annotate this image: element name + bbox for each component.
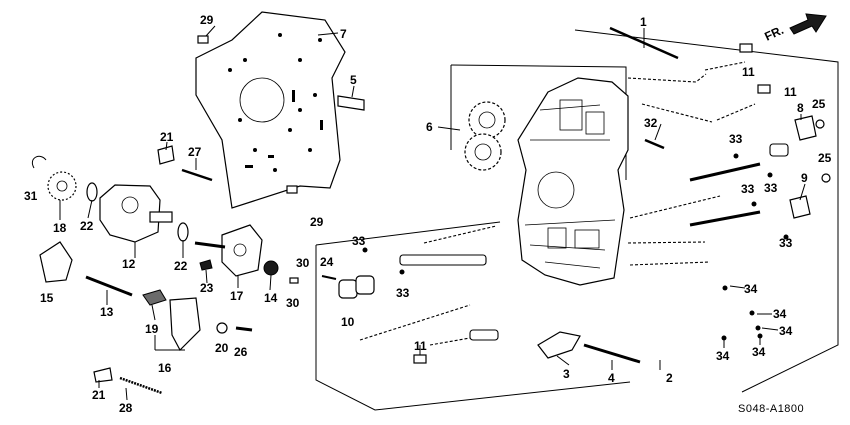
front-direction-label: FR. <box>762 23 785 44</box>
callout-33-b: 33 <box>764 181 778 195</box>
callout-numbers: 1 2 3 4 5 6 7 8 9 10 11 11 11 12 13 14 1… <box>24 13 832 415</box>
callout-34-b: 34 <box>773 307 787 321</box>
group-boundary-lines <box>315 29 839 411</box>
callout-25-bottom: 25 <box>818 151 832 165</box>
callout-29-bottom: 29 <box>310 215 324 229</box>
callout-18: 18 <box>53 221 67 235</box>
callout-24: 24 <box>320 255 334 269</box>
callout-12: 12 <box>122 257 136 271</box>
callout-22-left: 22 <box>80 219 94 233</box>
callout-33-c: 33 <box>741 182 755 196</box>
callout-26: 26 <box>234 345 248 359</box>
valve-spools <box>359 61 789 346</box>
callout-11-right: 11 <box>784 85 797 99</box>
callout-23: 23 <box>200 281 214 295</box>
callout-9: 9 <box>801 171 808 185</box>
main-valve-body <box>517 77 629 286</box>
callout-7: 7 <box>340 27 347 41</box>
separator-plate <box>195 11 346 209</box>
callout-5: 5 <box>350 73 357 87</box>
callout-6: 6 <box>426 120 433 134</box>
callout-21-top: 21 <box>160 130 174 144</box>
callout-2: 2 <box>666 371 673 385</box>
callout-13: 13 <box>100 305 114 319</box>
callout-34-a: 34 <box>744 282 758 296</box>
leader-lines <box>59 25 806 401</box>
callout-11-top: 11 <box>742 65 755 79</box>
callout-1: 1 <box>640 15 647 29</box>
callout-19: 19 <box>145 322 159 336</box>
callout-11-bottom: 11 <box>414 339 427 353</box>
callout-8: 8 <box>797 101 804 115</box>
callout-20: 20 <box>215 341 229 355</box>
callout-30-top: 30 <box>296 256 310 270</box>
front-direction-indicator: FR. <box>762 13 827 44</box>
callout-29-top: 29 <box>200 13 214 27</box>
callout-33-d: 33 <box>779 236 793 250</box>
callout-25-top: 25 <box>812 97 826 111</box>
callout-17: 17 <box>230 289 244 303</box>
callout-33-e: 33 <box>352 234 366 248</box>
gear-assembly <box>464 101 506 171</box>
callout-15: 15 <box>40 291 54 305</box>
callout-28: 28 <box>119 401 133 415</box>
callout-32: 32 <box>644 116 658 130</box>
front-arrow-icon <box>789 13 827 35</box>
callout-14: 14 <box>264 291 278 305</box>
callout-34-d: 34 <box>716 349 730 363</box>
callout-33-a: 33 <box>729 132 743 146</box>
callout-21-bottom: 21 <box>92 388 106 402</box>
callout-34-c: 34 <box>779 324 793 338</box>
callout-31: 31 <box>24 189 38 203</box>
callout-30-bottom: 30 <box>286 296 300 310</box>
callout-16: 16 <box>158 361 172 375</box>
callout-4: 4 <box>608 371 615 385</box>
callout-10: 10 <box>341 315 355 329</box>
diagram-code: S048-A1800 <box>738 403 804 415</box>
detent-dots <box>362 153 789 341</box>
callout-3: 3 <box>563 367 570 381</box>
callout-22-right: 22 <box>174 259 188 273</box>
pump-body <box>99 184 173 243</box>
callout-27: 27 <box>188 145 202 159</box>
small-parts <box>32 26 831 395</box>
callout-34-e: 34 <box>752 345 766 359</box>
callout-33-f: 33 <box>396 286 410 300</box>
